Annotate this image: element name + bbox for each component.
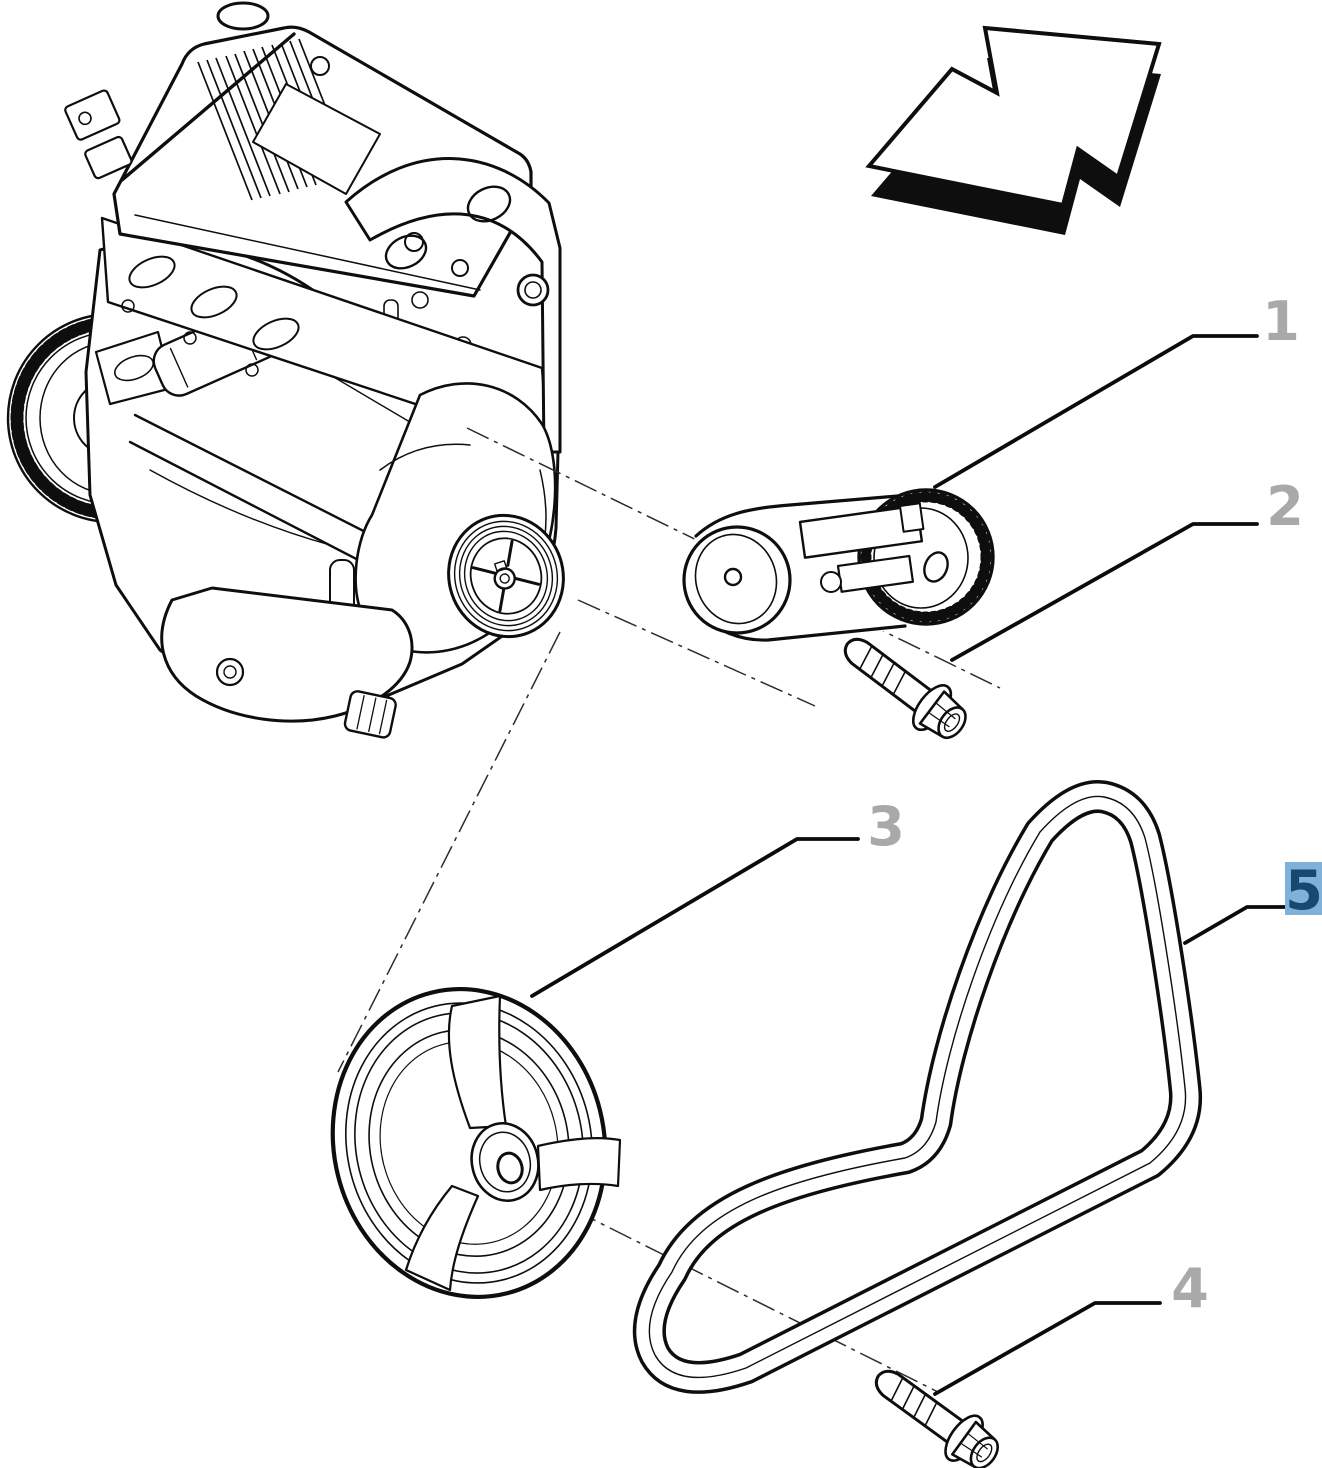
leader-line-1 [933,334,1259,489]
leader-line-2 [950,522,1259,662]
callout-1-label[interactable]: 1 [1262,290,1300,353]
crankshaft-pulley-on-engine [447,513,565,639]
callout-4-label[interactable]: 4 [1171,1257,1209,1320]
crankshaft-pulley-illustration [330,986,622,1300]
engine-assembly-illustration [6,1,565,739]
leader-line-4 [933,1301,1162,1396]
mount-arch-bracket [344,157,562,454]
centerline-pulley-bolt [573,1209,939,1393]
drive-belt-illustration [632,780,1203,1394]
oil-filler-cap [216,1,270,31]
leader-line-5 [1183,905,1289,945]
centerline-pulley [337,631,561,1073]
belt-tensioner-illustration [682,488,995,642]
tensioner-bolt-illustration [843,637,967,740]
centerline-belt [577,599,816,707]
callout-5-highlight[interactable] [1285,862,1322,915]
callout-3-label[interactable]: 3 [867,795,905,858]
leader-line-3 [530,837,860,998]
valve-cover-panel [252,83,381,195]
valve-cover [64,1,533,298]
pulley-bolt-illustration [874,1369,999,1468]
direction-arrow-icon [865,25,1162,235]
oil-pan [160,586,414,739]
callout-2-label[interactable]: 2 [1266,475,1304,538]
callout-5-label[interactable]: 5 [1285,859,1322,922]
